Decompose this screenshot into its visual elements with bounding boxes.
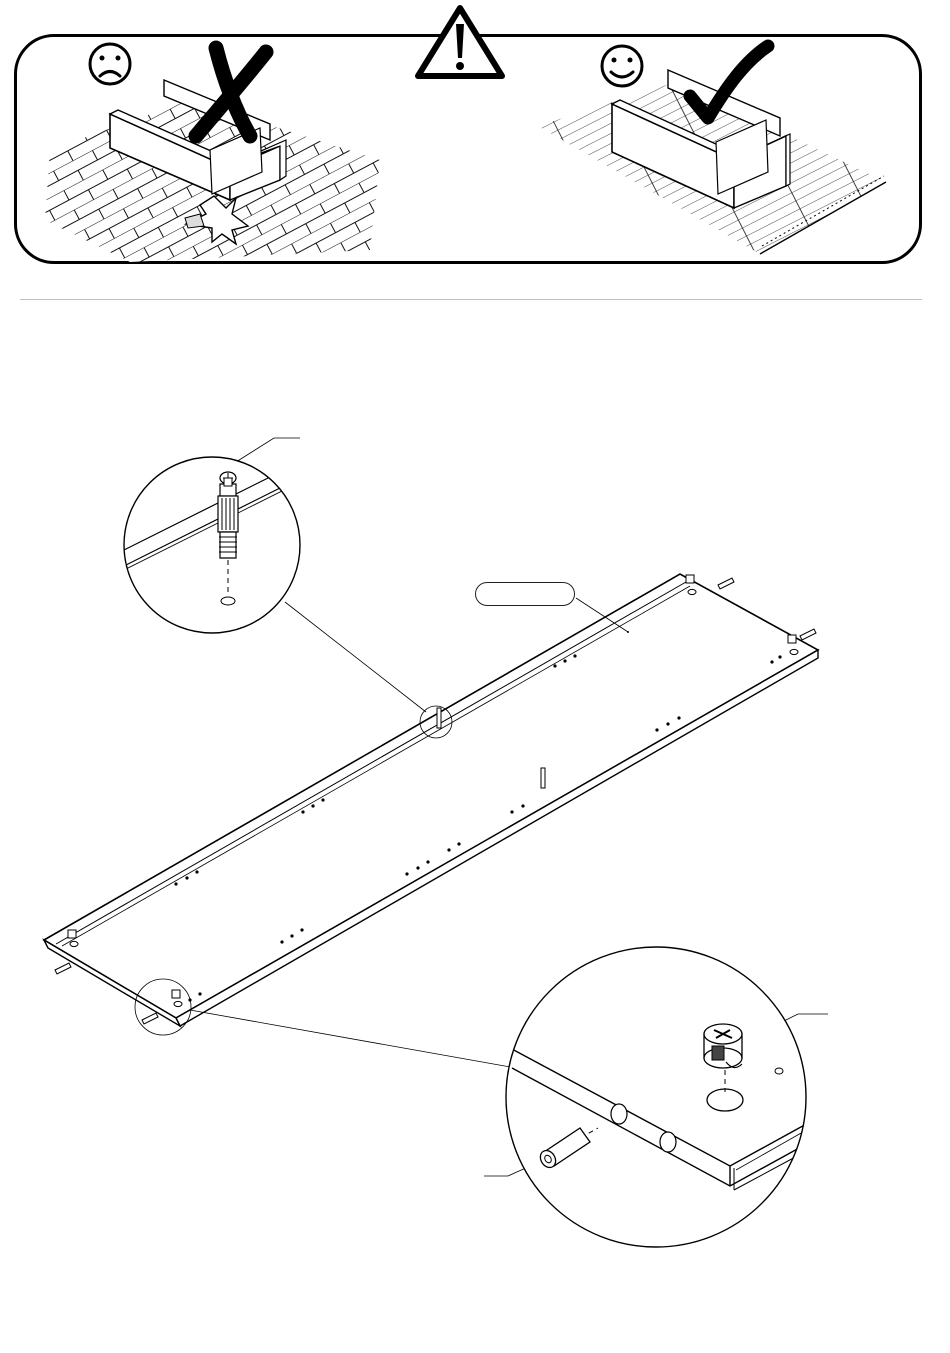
sad-face-icon [90, 44, 130, 84]
panel-label-box [475, 582, 575, 606]
exclamation-triangle-icon [418, 8, 502, 76]
dowel-and-cam-detail [506, 947, 812, 1247]
smiley-face-icon [602, 46, 642, 86]
cam-bolt-detail [100, 452, 320, 633]
section-divider [20, 299, 922, 300]
correct-surface-scene [538, 70, 886, 254]
